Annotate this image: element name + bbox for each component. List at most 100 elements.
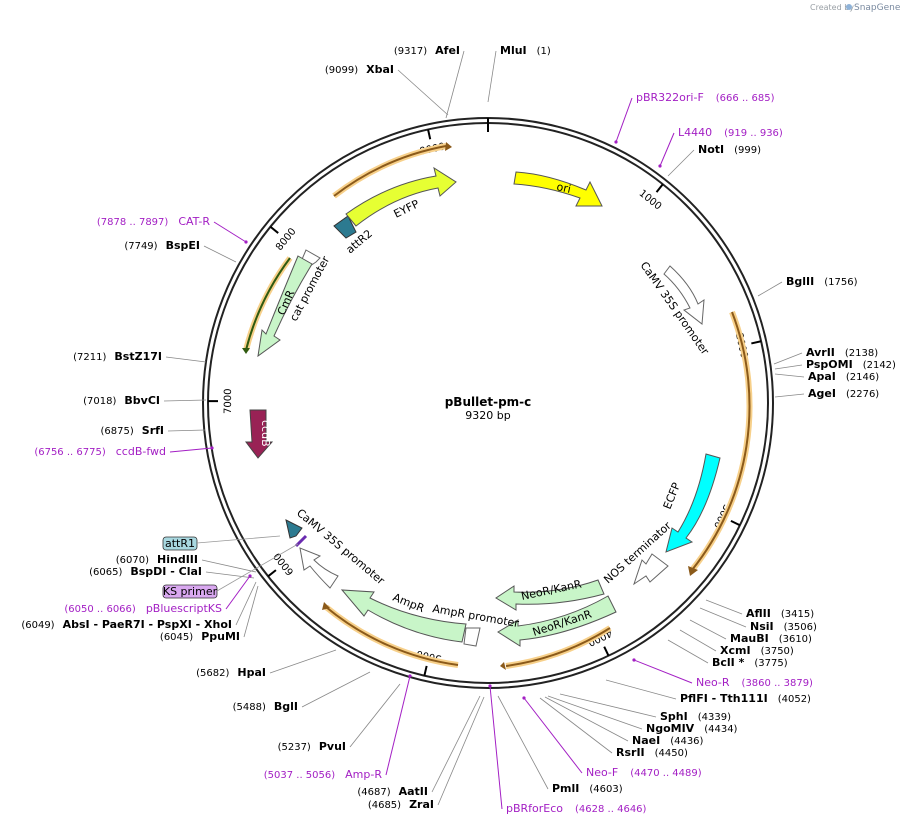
site-leader xyxy=(167,429,206,432)
site-leader xyxy=(269,649,337,674)
feature-ecfp-label: ECFP xyxy=(661,480,684,511)
site-name: XcmI xyxy=(720,644,751,657)
site-position: (4339) xyxy=(698,712,731,723)
site-position: (3610) xyxy=(779,634,812,645)
site-leader xyxy=(544,696,629,742)
site-leader xyxy=(163,399,207,402)
primer-position: (3860 .. 3879) xyxy=(742,678,814,689)
site-leader xyxy=(397,69,449,116)
snapgene-logo-icon xyxy=(846,4,852,10)
tick-mark xyxy=(730,519,741,527)
feature-neokan-1 xyxy=(495,579,605,611)
site-name: AfeI xyxy=(435,44,460,57)
primer-name: Neo-R xyxy=(696,676,730,689)
site-leader xyxy=(667,639,709,664)
site-position: (6045) xyxy=(160,632,193,643)
primer-name: pBluescriptKS xyxy=(146,602,222,615)
site-position: (4052) xyxy=(778,694,811,705)
feature-nos xyxy=(633,553,669,586)
site-position: (5488) xyxy=(233,702,266,713)
feature-attr1-marker xyxy=(285,519,303,539)
primer-site-marker xyxy=(658,164,662,168)
primer-site-marker xyxy=(614,140,618,144)
site-position: (3506) xyxy=(784,622,817,633)
site-name: NsiI xyxy=(750,620,774,633)
site-position: (5237) xyxy=(278,742,311,753)
orf-arcs xyxy=(242,142,753,670)
site-position: (4436) xyxy=(670,736,703,747)
site-position: (9317) xyxy=(394,46,427,57)
site-leader xyxy=(205,571,255,579)
site-leader xyxy=(201,559,257,573)
site-name: HindIII xyxy=(157,553,198,566)
feature-cmr xyxy=(257,255,313,358)
orf-arc-cmr xyxy=(245,257,291,351)
primer-site-marker xyxy=(210,446,214,450)
site-name: BspEI xyxy=(166,239,200,252)
site-position: (999) xyxy=(734,145,761,156)
tick-mark xyxy=(603,646,610,657)
feature-camv-right xyxy=(663,265,705,325)
site-name: ApaI xyxy=(808,370,836,383)
primer-leader xyxy=(169,447,213,453)
primer-site-marker xyxy=(408,674,412,678)
orf-arc-amp-head xyxy=(322,602,330,610)
site-position: (4434) xyxy=(704,724,737,735)
primer-position: (4628 .. 4646) xyxy=(575,804,647,815)
primer-leader xyxy=(385,675,411,776)
primer-name: pBR322ori-F xyxy=(636,91,704,104)
site-position: (7211) xyxy=(73,352,106,363)
tick-label: 7000 xyxy=(223,388,234,414)
site-leader xyxy=(539,697,613,754)
primer-name: L4440 xyxy=(678,126,712,139)
orf-arc-eyfp-head xyxy=(445,142,452,151)
primer-leader xyxy=(615,97,633,143)
tick-mark xyxy=(655,183,664,193)
site-position: (1756) xyxy=(824,277,857,288)
site-name: BclI * xyxy=(712,656,745,669)
feature-neokan-2 xyxy=(497,595,617,647)
primer-position: (4470 .. 4489) xyxy=(630,768,702,779)
primer-name: ccdB-fwd xyxy=(116,445,166,458)
restriction-site-labels: MluI(1)AfeI(9317)XbaI(9099)NotI(999)BglI… xyxy=(21,44,896,811)
orf-arc-right xyxy=(691,311,751,571)
site-position: (3415) xyxy=(781,609,814,620)
feature-ori xyxy=(513,171,603,207)
site-leader xyxy=(445,50,465,119)
site-leader xyxy=(689,619,727,640)
site-name: AvrII xyxy=(806,346,835,359)
site-leader xyxy=(165,356,207,363)
primer-leader xyxy=(633,659,693,684)
site-position: (2138) xyxy=(845,348,878,359)
site-leader xyxy=(559,693,657,718)
tick-label: 8000 xyxy=(274,226,299,253)
primer-site-marker xyxy=(488,684,492,688)
primer-site-marker xyxy=(632,658,636,662)
credit-brand: SnapGene xyxy=(854,3,901,13)
primer-leader xyxy=(489,685,503,810)
attr1-leader xyxy=(196,535,281,544)
tick-mark xyxy=(427,129,432,140)
site-name: PmlI xyxy=(552,782,579,795)
site-position: (3775) xyxy=(754,658,787,669)
ks-primer-box-label: KS primer xyxy=(163,585,218,598)
primer-position: (666 .. 685) xyxy=(716,93,775,104)
site-name: NotI xyxy=(698,143,724,156)
site-position: (2142) xyxy=(863,360,896,371)
site-leader xyxy=(301,671,371,708)
site-leader xyxy=(774,364,803,370)
site-leader xyxy=(235,581,257,626)
primer-leader xyxy=(523,697,583,774)
primer-labels: pBR322ori-F(666 .. 685)L4440(919 .. 936)… xyxy=(34,91,813,815)
site-name: PvuI xyxy=(319,740,346,753)
primer-name: Neo-F xyxy=(586,766,618,779)
site-leader xyxy=(774,373,805,378)
primer-leader xyxy=(213,221,247,243)
feature-camv-left xyxy=(299,547,339,589)
site-leader xyxy=(757,281,783,297)
site-leader xyxy=(774,393,805,398)
site-name: RsrII xyxy=(616,746,645,759)
feature-camv-left-label: CaMV 35S promoter xyxy=(294,506,387,587)
plasmid-name: pBullet-pm-c xyxy=(445,395,532,409)
